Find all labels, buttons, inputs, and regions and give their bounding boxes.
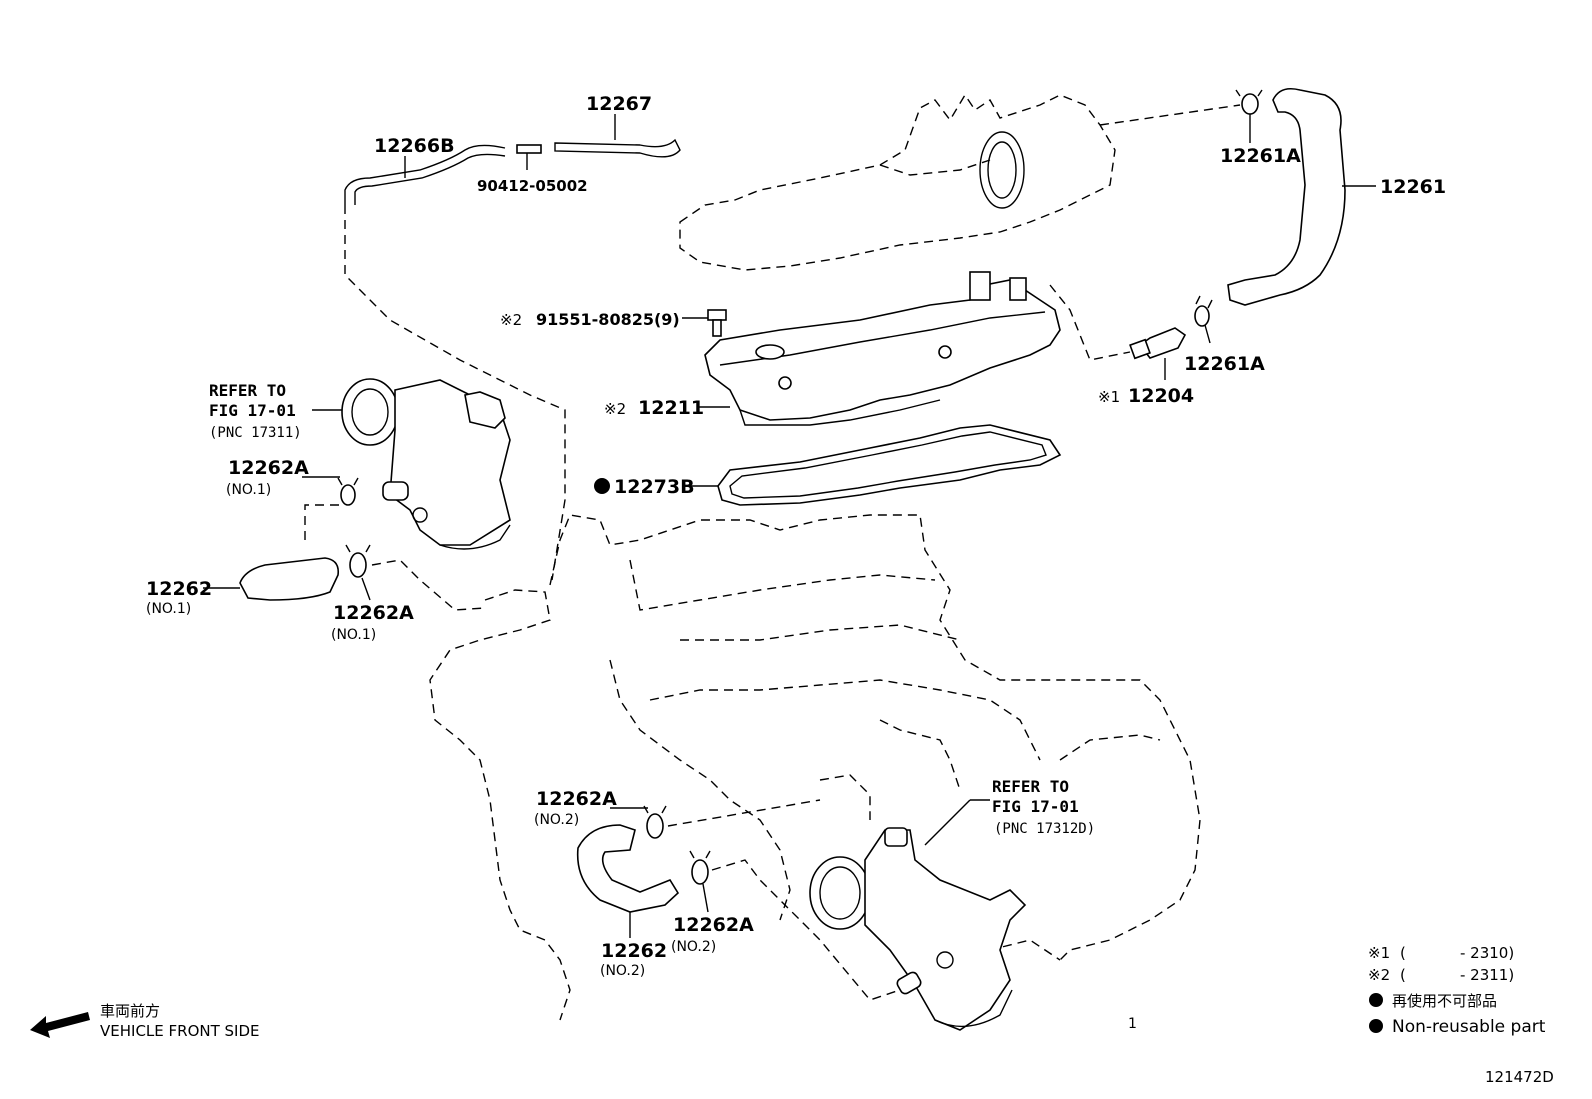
dashed-route-no2 bbox=[667, 799, 901, 1001]
label-12262a-no1-lower-sub: (NO.1) bbox=[331, 627, 376, 643]
legend-dot-en bbox=[1369, 1019, 1383, 1033]
mark-12211: ※2 bbox=[604, 400, 626, 418]
refer-top-line1: REFER TO bbox=[209, 381, 286, 400]
nonreusable-dot-12273b bbox=[594, 478, 610, 494]
label-12262-no2: 12262 bbox=[601, 940, 667, 962]
mark-12204: ※1 bbox=[1098, 388, 1120, 406]
label-12262a-no2-upper: 12262A bbox=[536, 788, 617, 810]
legend-note2-open: ( bbox=[1400, 966, 1406, 984]
label-12262a-no2-upper-sub: (NO.2) bbox=[534, 812, 579, 828]
refer-bottom-line1: REFER TO bbox=[992, 777, 1069, 796]
bolt-91551 bbox=[682, 309, 727, 337]
hose-12261 bbox=[1227, 87, 1346, 306]
gasket-12273b bbox=[717, 424, 1062, 506]
connector-90412 bbox=[516, 144, 542, 170]
dashed-route-12266b bbox=[344, 205, 566, 581]
legend-nonreusable-en: Non-reusable part bbox=[1392, 1017, 1546, 1037]
legend-note1-range: - 2310) bbox=[1460, 944, 1514, 962]
label-part-1: 1 bbox=[1128, 1016, 1137, 1032]
label-12262a-no2-lower: 12262A bbox=[673, 914, 754, 936]
vehicle-front-arrow-icon bbox=[30, 1012, 90, 1038]
figure-id: 121472D bbox=[1485, 1068, 1554, 1086]
label-90412: 90412-05002 bbox=[477, 177, 588, 195]
cylinder-head-cover-12211 bbox=[704, 271, 1061, 426]
refer-top-line2: FIG 17-01 bbox=[209, 401, 296, 420]
pcv-valve-12204 bbox=[1129, 327, 1187, 380]
legend-note2-mark: ※2 bbox=[1368, 966, 1390, 984]
label-12262-no1: 12262 bbox=[146, 578, 212, 600]
refer-top-line3: (PNC 17311) bbox=[209, 425, 302, 441]
label-12262-no1-sub: (NO.1) bbox=[146, 601, 191, 617]
label-12262a-no1-upper: 12262A bbox=[228, 457, 309, 479]
hose-12267 bbox=[554, 138, 681, 158]
dashed-route-no1 bbox=[304, 504, 486, 611]
clamp-12262a-no1-upper bbox=[302, 476, 359, 506]
intake-manifold-outline bbox=[679, 93, 1241, 271]
label-91551: 91551-80825(9) bbox=[536, 310, 680, 329]
direction-jp: 車両前方 bbox=[100, 1002, 160, 1020]
refer-bottom-line3: (PNC 17312D) bbox=[994, 821, 1095, 837]
label-12261a-mid: 12261A bbox=[1184, 353, 1265, 375]
label-12267: 12267 bbox=[586, 93, 652, 115]
hose-12266b bbox=[344, 144, 506, 205]
label-12262a-no1-upper-sub: (NO.1) bbox=[226, 482, 271, 498]
label-12262-no2-sub: (NO.2) bbox=[600, 963, 645, 979]
refer-bottom-line2: FIG 17-01 bbox=[992, 797, 1079, 816]
legend-note1-open: ( bbox=[1400, 944, 1406, 962]
label-12261: 12261 bbox=[1380, 176, 1446, 198]
label-12266b: 12266B bbox=[374, 135, 455, 157]
water-outlet-lower bbox=[809, 799, 1027, 1031]
clamp-12261a-top bbox=[1235, 89, 1263, 143]
water-outlet-upper bbox=[341, 378, 511, 550]
hose-12262-no1 bbox=[239, 557, 340, 601]
legend-nonreusable-jp: 再使用不可部品 bbox=[1392, 992, 1497, 1010]
label-12262a-no2-lower-sub: (NO.2) bbox=[671, 939, 716, 955]
clamp-12262a-no2-lower bbox=[689, 850, 711, 913]
engine-block-outline bbox=[429, 514, 1201, 1021]
clamp-12262a-no2-upper bbox=[610, 805, 667, 839]
legend-note1-mark: ※1 bbox=[1368, 944, 1390, 962]
label-12261a-top: 12261A bbox=[1220, 145, 1301, 167]
legend-dot-jp bbox=[1369, 993, 1383, 1007]
label-12262a-no1-lower: 12262A bbox=[333, 602, 414, 624]
mark-91551: ※2 bbox=[500, 311, 522, 329]
leader-12204 bbox=[1049, 284, 1131, 361]
label-12204: 12204 bbox=[1128, 385, 1194, 407]
label-12211: 12211 bbox=[638, 397, 704, 419]
label-12273b: 12273B bbox=[614, 476, 695, 498]
direction-en: VEHICLE FRONT SIDE bbox=[100, 1022, 260, 1040]
clamp-12261a-mid bbox=[1194, 295, 1213, 344]
hose-12262-no2 bbox=[576, 824, 680, 938]
clamp-12262a-no1-lower bbox=[345, 544, 371, 601]
legend-note2-range: - 2311) bbox=[1460, 966, 1514, 984]
